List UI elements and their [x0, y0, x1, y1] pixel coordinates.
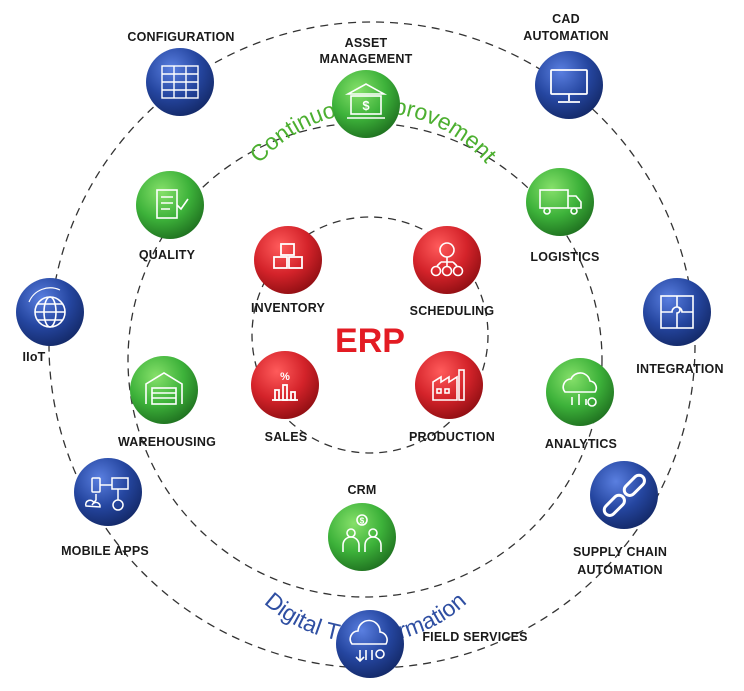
node-cad-automation-label-1: CAD [552, 12, 580, 26]
svg-text:%: % [280, 371, 290, 383]
node-mobile-apps[interactable]: MOBILE APPS [61, 458, 149, 558]
node-inventory-label: INVENTORY [251, 301, 325, 315]
node-mobile-apps-label: MOBILE APPS [61, 544, 149, 558]
chain-link-icon [602, 473, 646, 517]
node-configuration-label: CONFIGURATION [127, 30, 234, 44]
node-asset-management-label-2: MANAGEMENT [320, 52, 413, 66]
svg-text:$: $ [362, 98, 370, 113]
node-analytics[interactable]: ANALYTICS [545, 358, 617, 451]
factory-icon [432, 369, 465, 401]
warehouse-icon [145, 372, 183, 405]
bank-dollar-icon: $ [344, 83, 388, 119]
node-sales-label: SALES [265, 430, 308, 444]
erp-center-label: ERP [335, 322, 405, 360]
node-analytics-label: ANALYTICS [545, 437, 617, 451]
devices-icon [84, 477, 129, 511]
node-asset-management-label-1: ASSET [345, 36, 388, 50]
node-iiot[interactable]: IIoT [16, 278, 84, 364]
node-logistics-label: LOGISTICS [530, 250, 599, 264]
node-asset-management[interactable]: $ ASSET MANAGEMENT [320, 36, 413, 138]
node-cad-automation[interactable]: CAD AUTOMATION [523, 12, 609, 119]
node-scheduling[interactable]: SCHEDULING [410, 226, 495, 318]
node-production[interactable]: PRODUCTION [409, 351, 495, 444]
node-supply-chain-automation[interactable]: SUPPLY CHAIN AUTOMATION [573, 461, 667, 577]
node-supply-chain-label-2: AUTOMATION [577, 563, 663, 577]
node-inventory[interactable]: INVENTORY [251, 226, 325, 315]
node-scheduling-label: SCHEDULING [410, 304, 495, 318]
node-production-label: PRODUCTION [409, 430, 495, 444]
node-integration-label: INTEGRATION [636, 362, 723, 376]
node-logistics[interactable]: LOGISTICS [526, 168, 600, 264]
node-warehousing-label: WAREHOUSING [118, 435, 216, 449]
server-rack-icon [161, 65, 199, 99]
percent-chart-icon: % [272, 371, 298, 401]
globe-icon [28, 287, 66, 328]
checklist-icon [156, 189, 189, 219]
network-gear-icon [430, 242, 464, 277]
node-supply-chain-label-1: SUPPLY CHAIN [573, 545, 667, 559]
monitor-icon [550, 69, 588, 103]
node-configuration[interactable]: CONFIGURATION [127, 30, 234, 116]
cloud-service-icon [349, 619, 388, 663]
inner-ring [251, 216, 489, 454]
middle-ring [127, 122, 603, 598]
node-field-services[interactable]: FIELD SERVICES [336, 610, 528, 678]
svg-text:$: $ [360, 517, 365, 526]
puzzle-icon [660, 295, 694, 329]
node-crm-label: CRM [347, 483, 376, 497]
people-dollar-icon: $ [342, 514, 382, 552]
node-field-services-label: FIELD SERVICES [422, 630, 527, 644]
node-iiot-label: IIoT [22, 350, 45, 364]
node-quality-label: QUALITY [139, 248, 196, 262]
node-crm[interactable]: $ CRM [328, 483, 396, 571]
node-quality[interactable]: QUALITY [136, 171, 204, 262]
boxes-icon [273, 243, 303, 269]
truck-icon [539, 189, 582, 215]
node-integration[interactable]: INTEGRATION [636, 278, 723, 376]
node-sales[interactable]: % SALES [251, 351, 319, 444]
cloud-analytics-icon [562, 372, 598, 407]
node-warehousing[interactable]: WAREHOUSING [118, 356, 216, 449]
node-cad-automation-label-2: AUTOMATION [523, 29, 609, 43]
